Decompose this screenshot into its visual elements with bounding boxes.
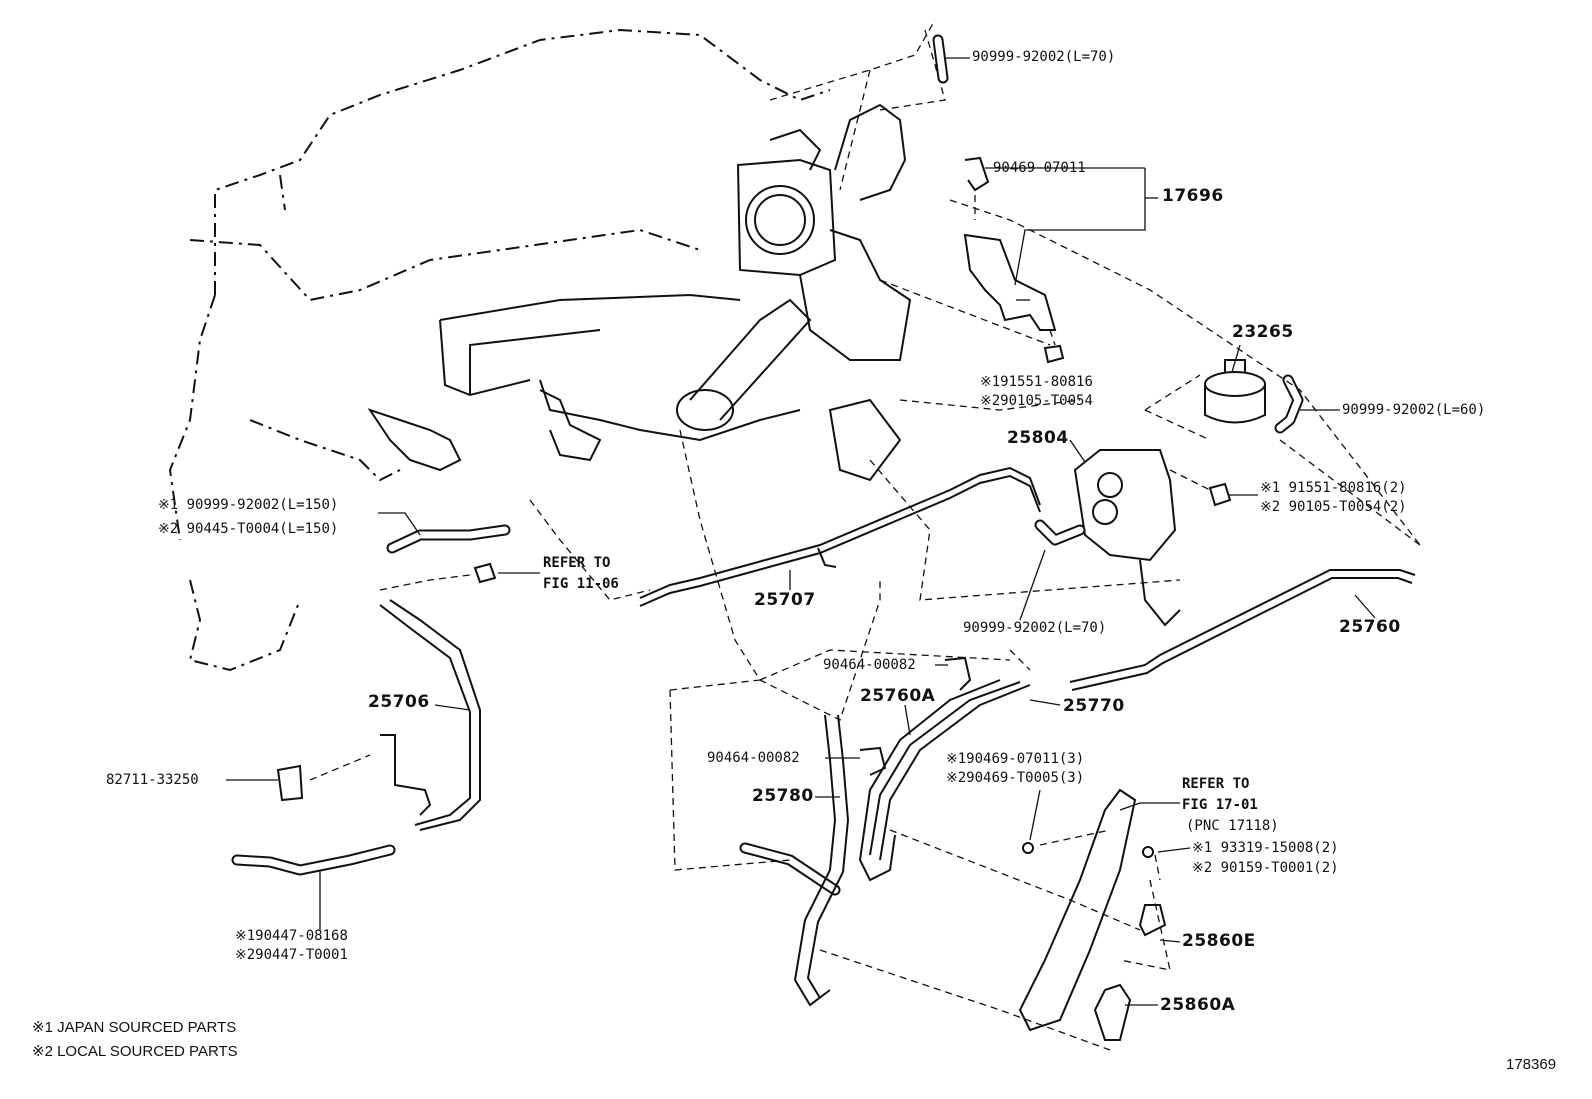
- label-sensor-25860a: 25860A: [1160, 995, 1236, 1015]
- footnote-local: ※2 LOCAL SOURCED PARTS: [32, 1043, 238, 1060]
- footnote-japan: ※1 JAPAN SOURCED PARTS: [32, 1019, 237, 1036]
- engine-outline: [168, 28, 831, 672]
- label-bolt-low-japan: ※1 93319-15008(2): [1192, 840, 1339, 856]
- label-refer-fig-17-01-line2: FIG 17-01: [1182, 797, 1258, 813]
- throttle-body: [676, 103, 912, 482]
- label-bracket-assy: 17696: [1162, 186, 1224, 206]
- label-hose-l150-japan: ※1 90999-92002(L=150): [158, 497, 339, 513]
- label-bolt-valve-local: ※2 90105-T0054(2): [1260, 499, 1407, 515]
- label-clamp-a: 90464-00082: [823, 657, 916, 673]
- label-valve: 25804: [1007, 428, 1069, 448]
- label-refer-fig-17-01-line3: (PNC 17118): [1186, 818, 1279, 834]
- label-hose-mid: 90999-92002(L=70): [963, 620, 1107, 636]
- filter-23265: [1204, 359, 1266, 424]
- valve-25804: [1073, 449, 1232, 627]
- hoses: [231, 34, 1304, 896]
- label-refer-fig-11-06-line1: REFER TO: [543, 555, 611, 571]
- label-hose-filter: 90999-92002(L=60): [1342, 402, 1486, 418]
- assembly-lines: [309, 19, 1421, 1051]
- label-filter: 23265: [1232, 322, 1294, 342]
- label-clamp-b: 90464-00082: [707, 750, 800, 766]
- label-refer-fig-17-01-line1: REFER TO: [1182, 776, 1250, 792]
- intake-block: [367, 293, 801, 472]
- label-pipe-25780: 25780: [752, 786, 814, 806]
- label-bolt-low-local: ※2 90159-T0001(2): [1192, 860, 1339, 876]
- label-bolt-top-local: ※290105-T0054: [980, 393, 1093, 409]
- pipes: [276, 466, 1416, 1041]
- label-hose-top: 90999-92002(L=70): [972, 49, 1116, 65]
- label-clip-mid-local: ※290469-T0005(3): [946, 770, 1085, 786]
- label-clip-mid-japan: ※190469-07011(3): [946, 751, 1085, 767]
- label-pipe-25706: 25706: [368, 692, 430, 712]
- label-clip-82711: 82711-33250: [106, 772, 199, 788]
- label-clip-top: 90469-07011: [993, 160, 1086, 176]
- figure-number: 178369: [1506, 1056, 1557, 1073]
- label-sensor-25860e: 25860E: [1182, 931, 1256, 951]
- label-hose-low-japan: ※190447-08168: [235, 928, 348, 944]
- label-hose-l150-local: ※2 90445-T0004(L=150): [158, 521, 339, 537]
- label-hose-low-local: ※290447-T0001: [235, 947, 348, 963]
- bracket-17696: [963, 156, 1065, 364]
- label-pipe-25707: 25707: [754, 590, 816, 610]
- label-pipe-25760a: 25760A: [860, 686, 936, 706]
- leader-lines: [226, 57, 1376, 1006]
- label-bolt-valve-japan: ※1 91551-80816(2): [1260, 480, 1407, 496]
- label-refer-fig-11-06-line2: FIG 11-06: [543, 576, 619, 592]
- label-pipe-25770: 25770: [1063, 696, 1125, 716]
- label-bolt-top-japan: ※191551-80816: [980, 374, 1093, 390]
- label-pipe-25760: 25760: [1339, 617, 1401, 637]
